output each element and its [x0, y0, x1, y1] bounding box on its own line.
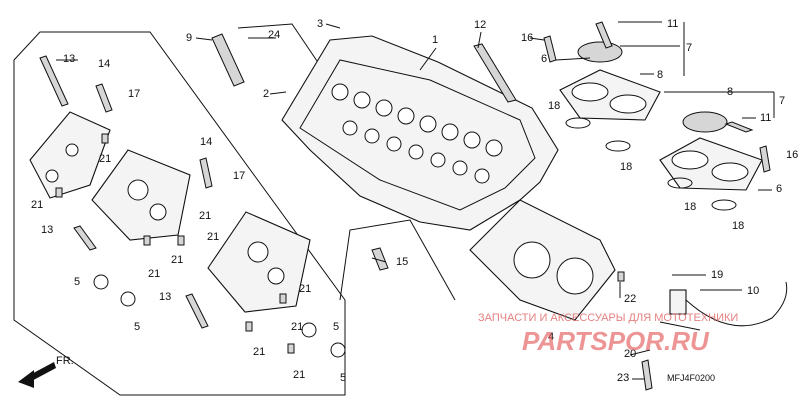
callout-c13c: 13: [159, 291, 171, 303]
callout-c5b: 5: [134, 321, 140, 333]
watermark-logo: PARTSPOR.RU: [522, 326, 710, 356]
cam-journals: [331, 83, 503, 184]
callout-c21e: 21: [148, 268, 160, 280]
callout-c20: 20: [624, 348, 636, 360]
callout-c8b: 8: [727, 86, 733, 98]
callout-c21d: 21: [207, 231, 219, 243]
washer-5d: [330, 342, 346, 358]
callout-c8a: 8: [657, 69, 663, 81]
callout-c12: 12: [474, 19, 486, 31]
dowel-pins: [55, 133, 625, 354]
o-ring-18d: [711, 199, 737, 211]
callout-c13a: 13: [63, 53, 75, 65]
o-ring-18b: [605, 140, 631, 152]
washer-5b: [120, 291, 136, 307]
cam-holder-mid-left: [91, 149, 191, 241]
intake-insulator-lower: [659, 111, 763, 191]
callout-c17b: 17: [233, 170, 245, 182]
diagram-code: MFJ4F0200: [667, 373, 715, 383]
washer-5a: [93, 274, 109, 290]
callout-c21c: 21: [199, 210, 211, 222]
head-gasket: [469, 199, 616, 321]
callout-c21j: 21: [293, 369, 305, 381]
callout-c18c: 18: [684, 201, 696, 213]
o-ring-18a: [565, 117, 591, 129]
watermark-tagline: ЗАПЧАСТИ И АКСЕССУАРЫ ДЛЯ МОТОТЕХНИКИ: [478, 312, 738, 324]
callout-c5c: 5: [333, 321, 339, 333]
callout-c7a: 7: [686, 42, 692, 54]
bolts: [39, 21, 771, 391]
callout-c19: 19: [711, 269, 723, 281]
callout-c11b: 11: [760, 112, 771, 124]
callout-c21a: 21: [99, 153, 111, 165]
callout-c13b: 13: [41, 224, 53, 236]
callout-c21b: 21: [31, 199, 43, 211]
callout-c15: 15: [396, 256, 408, 268]
callout-c6a: 6: [541, 53, 547, 65]
callout-c22: 22: [624, 293, 636, 305]
callout-c18b: 18: [620, 161, 632, 173]
callout-c24: 24: [268, 29, 280, 41]
callout-c14b: 14: [200, 136, 212, 148]
callout-c21h: 21: [291, 321, 303, 333]
callout-c3: 3: [317, 18, 323, 30]
callout-c1: 1: [432, 34, 438, 46]
callout-c6b: 6: [776, 183, 782, 195]
callout-c11a: 11: [667, 18, 678, 30]
callout-c18a: 18: [548, 100, 560, 112]
callout-c23: 23: [617, 372, 629, 384]
cylinder-head: [281, 35, 559, 231]
cam-holder-upper-left: [29, 111, 111, 199]
front-direction-arrow: FR.: [18, 355, 74, 388]
o-ring-18c: [667, 177, 693, 189]
leader-lines: [56, 21, 775, 380]
callout-c9: 9: [186, 32, 192, 44]
washer-5c: [301, 322, 317, 338]
callout-c21g: 21: [299, 283, 311, 295]
callout-c5d: 5: [340, 372, 346, 384]
direction-label: FR.: [56, 355, 74, 367]
callout-c2: 2: [263, 88, 269, 100]
callout-c21f: 21: [171, 254, 183, 266]
sensor-10: [659, 281, 788, 331]
callout-c14a: 14: [98, 58, 110, 70]
callout-c4: 4: [548, 331, 554, 343]
callout-c16a: 16: [521, 32, 533, 44]
callout-c5a: 5: [74, 276, 80, 288]
spark-plug: [211, 33, 245, 87]
callout-c16b: 16: [786, 149, 798, 161]
callout-c21i: 21: [253, 346, 265, 358]
intake-insulator-upper: [559, 41, 661, 121]
callout-c17a: 17: [128, 88, 140, 100]
callout-c7b: 7: [779, 95, 785, 107]
callout-c18d: 18: [732, 220, 744, 232]
cam-holder-lower-left: [207, 211, 311, 313]
callout-c10: 10: [747, 285, 759, 297]
